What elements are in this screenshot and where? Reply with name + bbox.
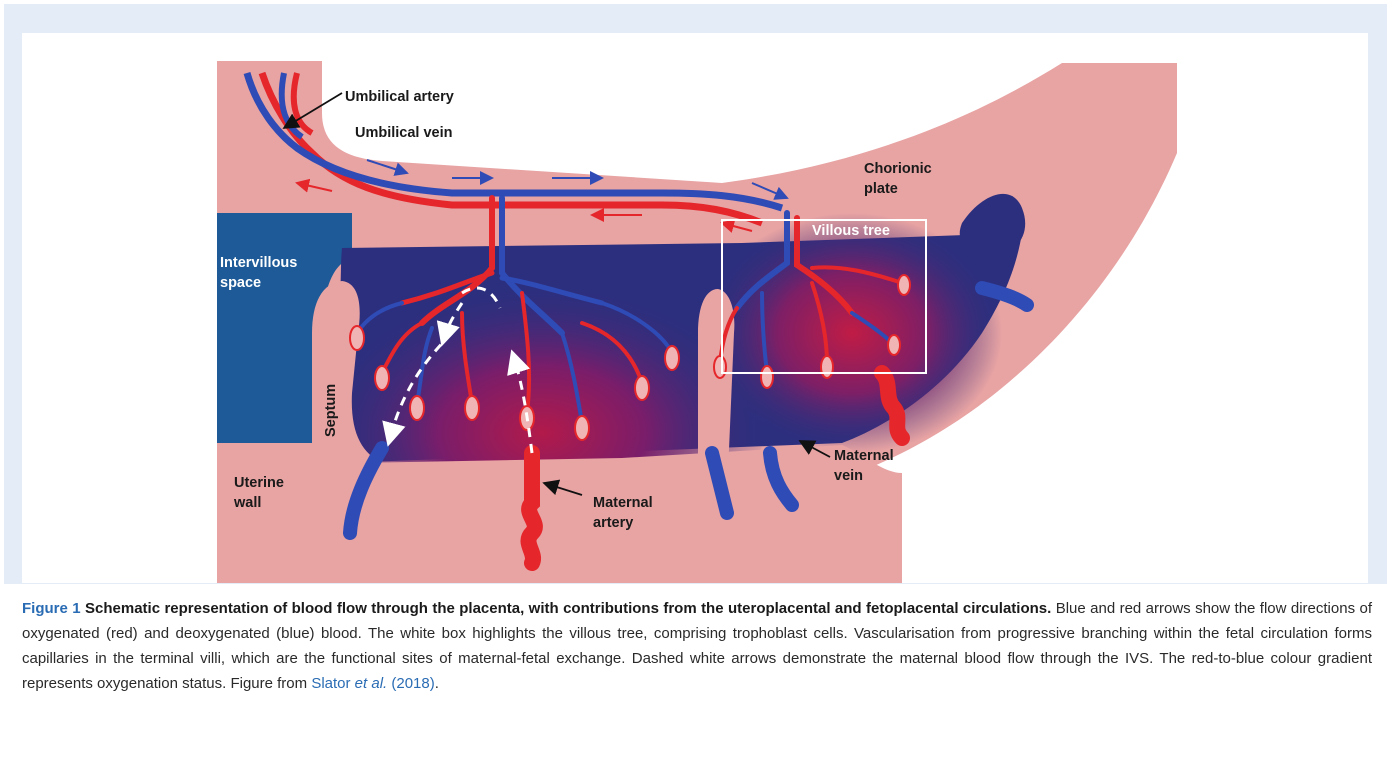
figure-title: Schematic representation of blood flow t… (85, 600, 1051, 617)
label-intervillous-line1: Intervillous (220, 255, 297, 271)
oxygen-gradient-right (702, 213, 1002, 453)
label-chorionic-plate-line2: plate (864, 181, 898, 197)
placenta-illustration: Umbilical artery Umbilical vein Chorioni… (22, 33, 1368, 583)
figure-panel: Umbilical artery Umbilical vein Chorioni… (4, 4, 1387, 584)
basal-plate (217, 445, 902, 583)
label-uterine-line2: wall (233, 495, 261, 511)
label-maternal-vein-line2: vein (834, 468, 863, 484)
label-intervillous-line2: space (220, 275, 261, 291)
label-maternal-artery-line1: Maternal (593, 495, 653, 511)
label-villous-tree: Villous tree (812, 223, 890, 239)
label-umbilical-artery: Umbilical artery (345, 89, 454, 105)
maternal-artery-main (528, 453, 534, 563)
citation-year: (2018) (387, 675, 435, 692)
placenta-diagram: Umbilical artery Umbilical vein Chorioni… (22, 33, 1368, 583)
label-uterine-line1: Uterine (234, 475, 284, 491)
caption-end: . (435, 675, 439, 692)
citation-link[interactable]: Slator et al. (2018) (311, 675, 434, 692)
citation-author: Slator (311, 675, 354, 692)
label-chorionic-plate-line1: Chorionic (864, 161, 932, 177)
label-maternal-vein-line1: Maternal (834, 448, 894, 464)
citation-etal: et al. (355, 675, 388, 692)
label-septum: Septum (323, 384, 339, 437)
label-maternal-artery-line2: artery (593, 515, 633, 531)
label-umbilical-vein: Umbilical vein (355, 125, 453, 141)
figure-number: Figure 1 (22, 600, 81, 617)
figure-caption: Figure 1 Schematic representation of blo… (22, 596, 1372, 696)
